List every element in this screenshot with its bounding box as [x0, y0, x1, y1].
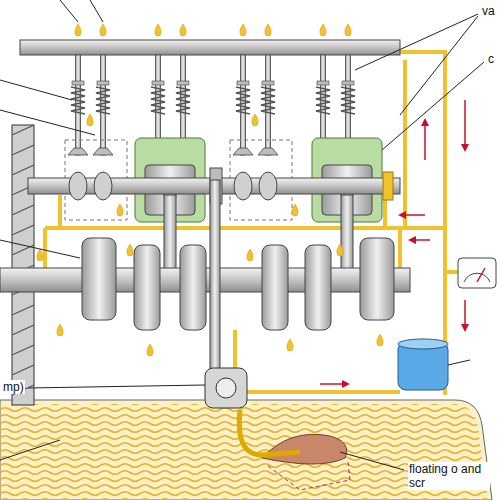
flow-arrow [424, 120, 426, 160]
oil-drip [265, 24, 271, 36]
part-label: va [481, 4, 496, 18]
crank-web [134, 245, 160, 330]
oil-drip [180, 24, 186, 36]
gauge-feed [445, 270, 458, 274]
part-label: mp) [2, 380, 25, 394]
part-label: c [487, 52, 495, 66]
leader-line [28, 385, 205, 388]
oil-drip [287, 339, 293, 351]
cam-bearing [383, 172, 393, 200]
leader-line [448, 360, 470, 365]
rocker-shaft [20, 40, 400, 55]
crank-web [82, 238, 116, 320]
cam-lobe [94, 172, 112, 200]
pickup-screen [262, 434, 347, 464]
flow-arrow [320, 383, 348, 385]
pressure-gauge [458, 258, 496, 288]
flow-arrow [464, 100, 466, 150]
cam-lobe [69, 172, 87, 200]
cam-lobe [259, 172, 277, 200]
leader-line [0, 110, 95, 135]
leader-line [0, 80, 72, 100]
oil-drip [117, 204, 123, 216]
oil-drip [377, 334, 383, 346]
leader-lines [0, 0, 484, 470]
oil-drip [155, 24, 161, 36]
oil-drip [57, 324, 63, 336]
oil-drip [75, 24, 81, 36]
connecting-rod [341, 195, 353, 275]
pickup-tube [239, 410, 300, 455]
distributor-shaft [210, 180, 220, 380]
oil-passages [45, 52, 458, 395]
leader-line [400, 16, 478, 115]
crank-web [305, 245, 331, 330]
part-label: floating o and scr [408, 462, 490, 490]
leader-line [0, 440, 60, 460]
oil-drip [240, 24, 246, 36]
flywheel [12, 125, 34, 405]
valve [233, 55, 253, 155]
flow-arrow [400, 214, 425, 216]
oil-drip [320, 24, 326, 36]
oil-drip [345, 24, 351, 36]
flow-arrow [410, 239, 430, 241]
flow-arrow [464, 300, 466, 330]
leader-line [340, 452, 404, 470]
leader-line [60, 0, 78, 22]
connecting-rod [164, 195, 176, 275]
pump-outlet [245, 390, 400, 394]
cam-feed [403, 60, 407, 228]
oil-drip [247, 249, 253, 261]
oil-pump [205, 368, 247, 408]
pump-gear [216, 378, 236, 398]
oil-drip [292, 204, 298, 216]
valve [68, 55, 88, 155]
oil-drip [127, 244, 133, 256]
crank-web [360, 238, 394, 320]
filter-top [398, 339, 448, 349]
oil-pan [0, 400, 492, 500]
oil-drip [147, 344, 153, 356]
crank-web [180, 245, 206, 330]
oil-drip [37, 249, 43, 261]
gauge-needle [477, 268, 485, 282]
oil-drip [87, 114, 93, 126]
leader-line [382, 62, 484, 150]
oil-drip [100, 24, 106, 36]
flywheel-teeth [12, 125, 34, 395]
screen-lowered-outline [268, 462, 350, 490]
crank-web [262, 245, 288, 330]
leader-line [90, 0, 103, 22]
leader-line [355, 14, 478, 70]
leader-line [0, 240, 80, 258]
oil-drip [252, 114, 258, 126]
flow-arrows [320, 100, 465, 384]
cam-lobe [234, 172, 252, 200]
oil-drip [337, 244, 343, 256]
